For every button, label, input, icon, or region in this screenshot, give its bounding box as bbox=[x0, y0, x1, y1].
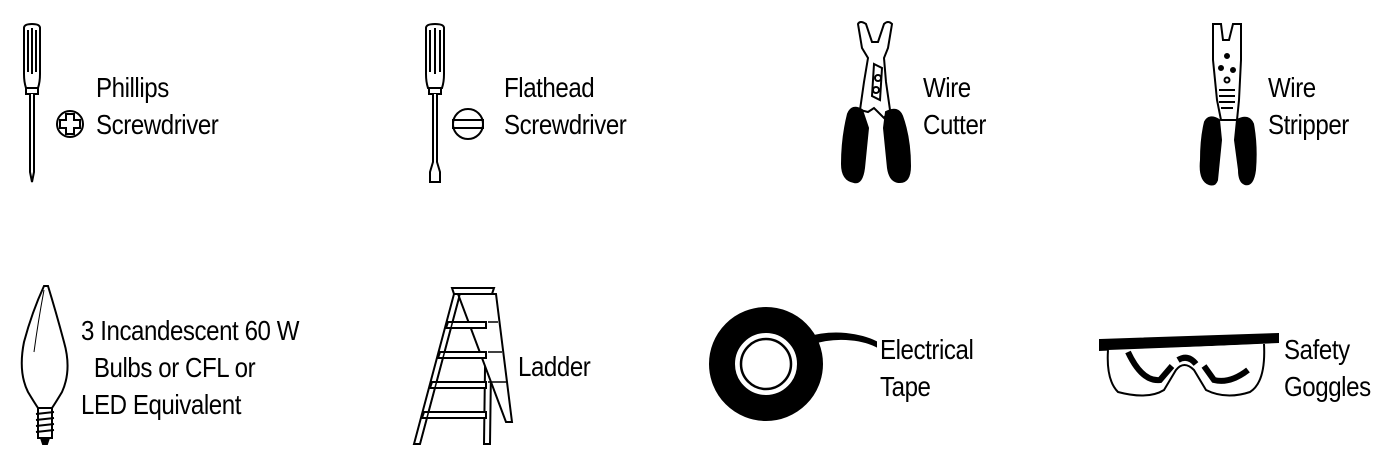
label-line: Cutter bbox=[923, 109, 986, 140]
label-line: Ladder bbox=[518, 351, 591, 382]
light-bulb-icon bbox=[20, 285, 69, 445]
label-line: Stripper bbox=[1268, 109, 1349, 140]
label-line: Phillips bbox=[96, 72, 169, 103]
tool-label: Wire Stripper bbox=[1268, 69, 1349, 143]
label-line: Bulbs or CFL or bbox=[93, 352, 256, 383]
wire-stripper-icon bbox=[1199, 23, 1257, 186]
label-line: Screwdriver bbox=[504, 109, 627, 140]
label-line: Electrical bbox=[880, 334, 974, 365]
tool-label: Ladder bbox=[518, 348, 591, 385]
flathead-screwdriver-icon bbox=[425, 22, 484, 183]
electrical-tape-icon bbox=[709, 307, 877, 421]
wire-cutter-icon bbox=[840, 21, 912, 184]
label-line: Screwdriver bbox=[96, 109, 219, 140]
safety-goggles-icon bbox=[1099, 332, 1279, 397]
label-line: Wire bbox=[923, 72, 971, 103]
tool-label: Wire Cutter bbox=[923, 69, 986, 143]
tool-label: Electrical Tape bbox=[880, 331, 974, 405]
ladder-icon bbox=[412, 287, 514, 445]
label-line: LED Equivalent bbox=[81, 389, 241, 420]
label-line: Tape bbox=[880, 371, 931, 402]
label-line: Goggles bbox=[1284, 371, 1371, 402]
label-line: Safety bbox=[1284, 334, 1350, 365]
tool-label: Flathead Screwdriver bbox=[504, 69, 627, 143]
label-line: 3 Incandescent 60 W bbox=[81, 315, 300, 346]
tool-label: 3 Incandescent 60 W Bulbs or CFL or LED … bbox=[81, 312, 299, 423]
phillips-screwdriver-icon bbox=[23, 22, 84, 183]
tool-label: Safety Goggles bbox=[1284, 331, 1371, 405]
label-line: Wire bbox=[1268, 72, 1316, 103]
label-line: Flathead bbox=[504, 72, 595, 103]
tool-label: Phillips Screwdriver bbox=[96, 69, 219, 143]
